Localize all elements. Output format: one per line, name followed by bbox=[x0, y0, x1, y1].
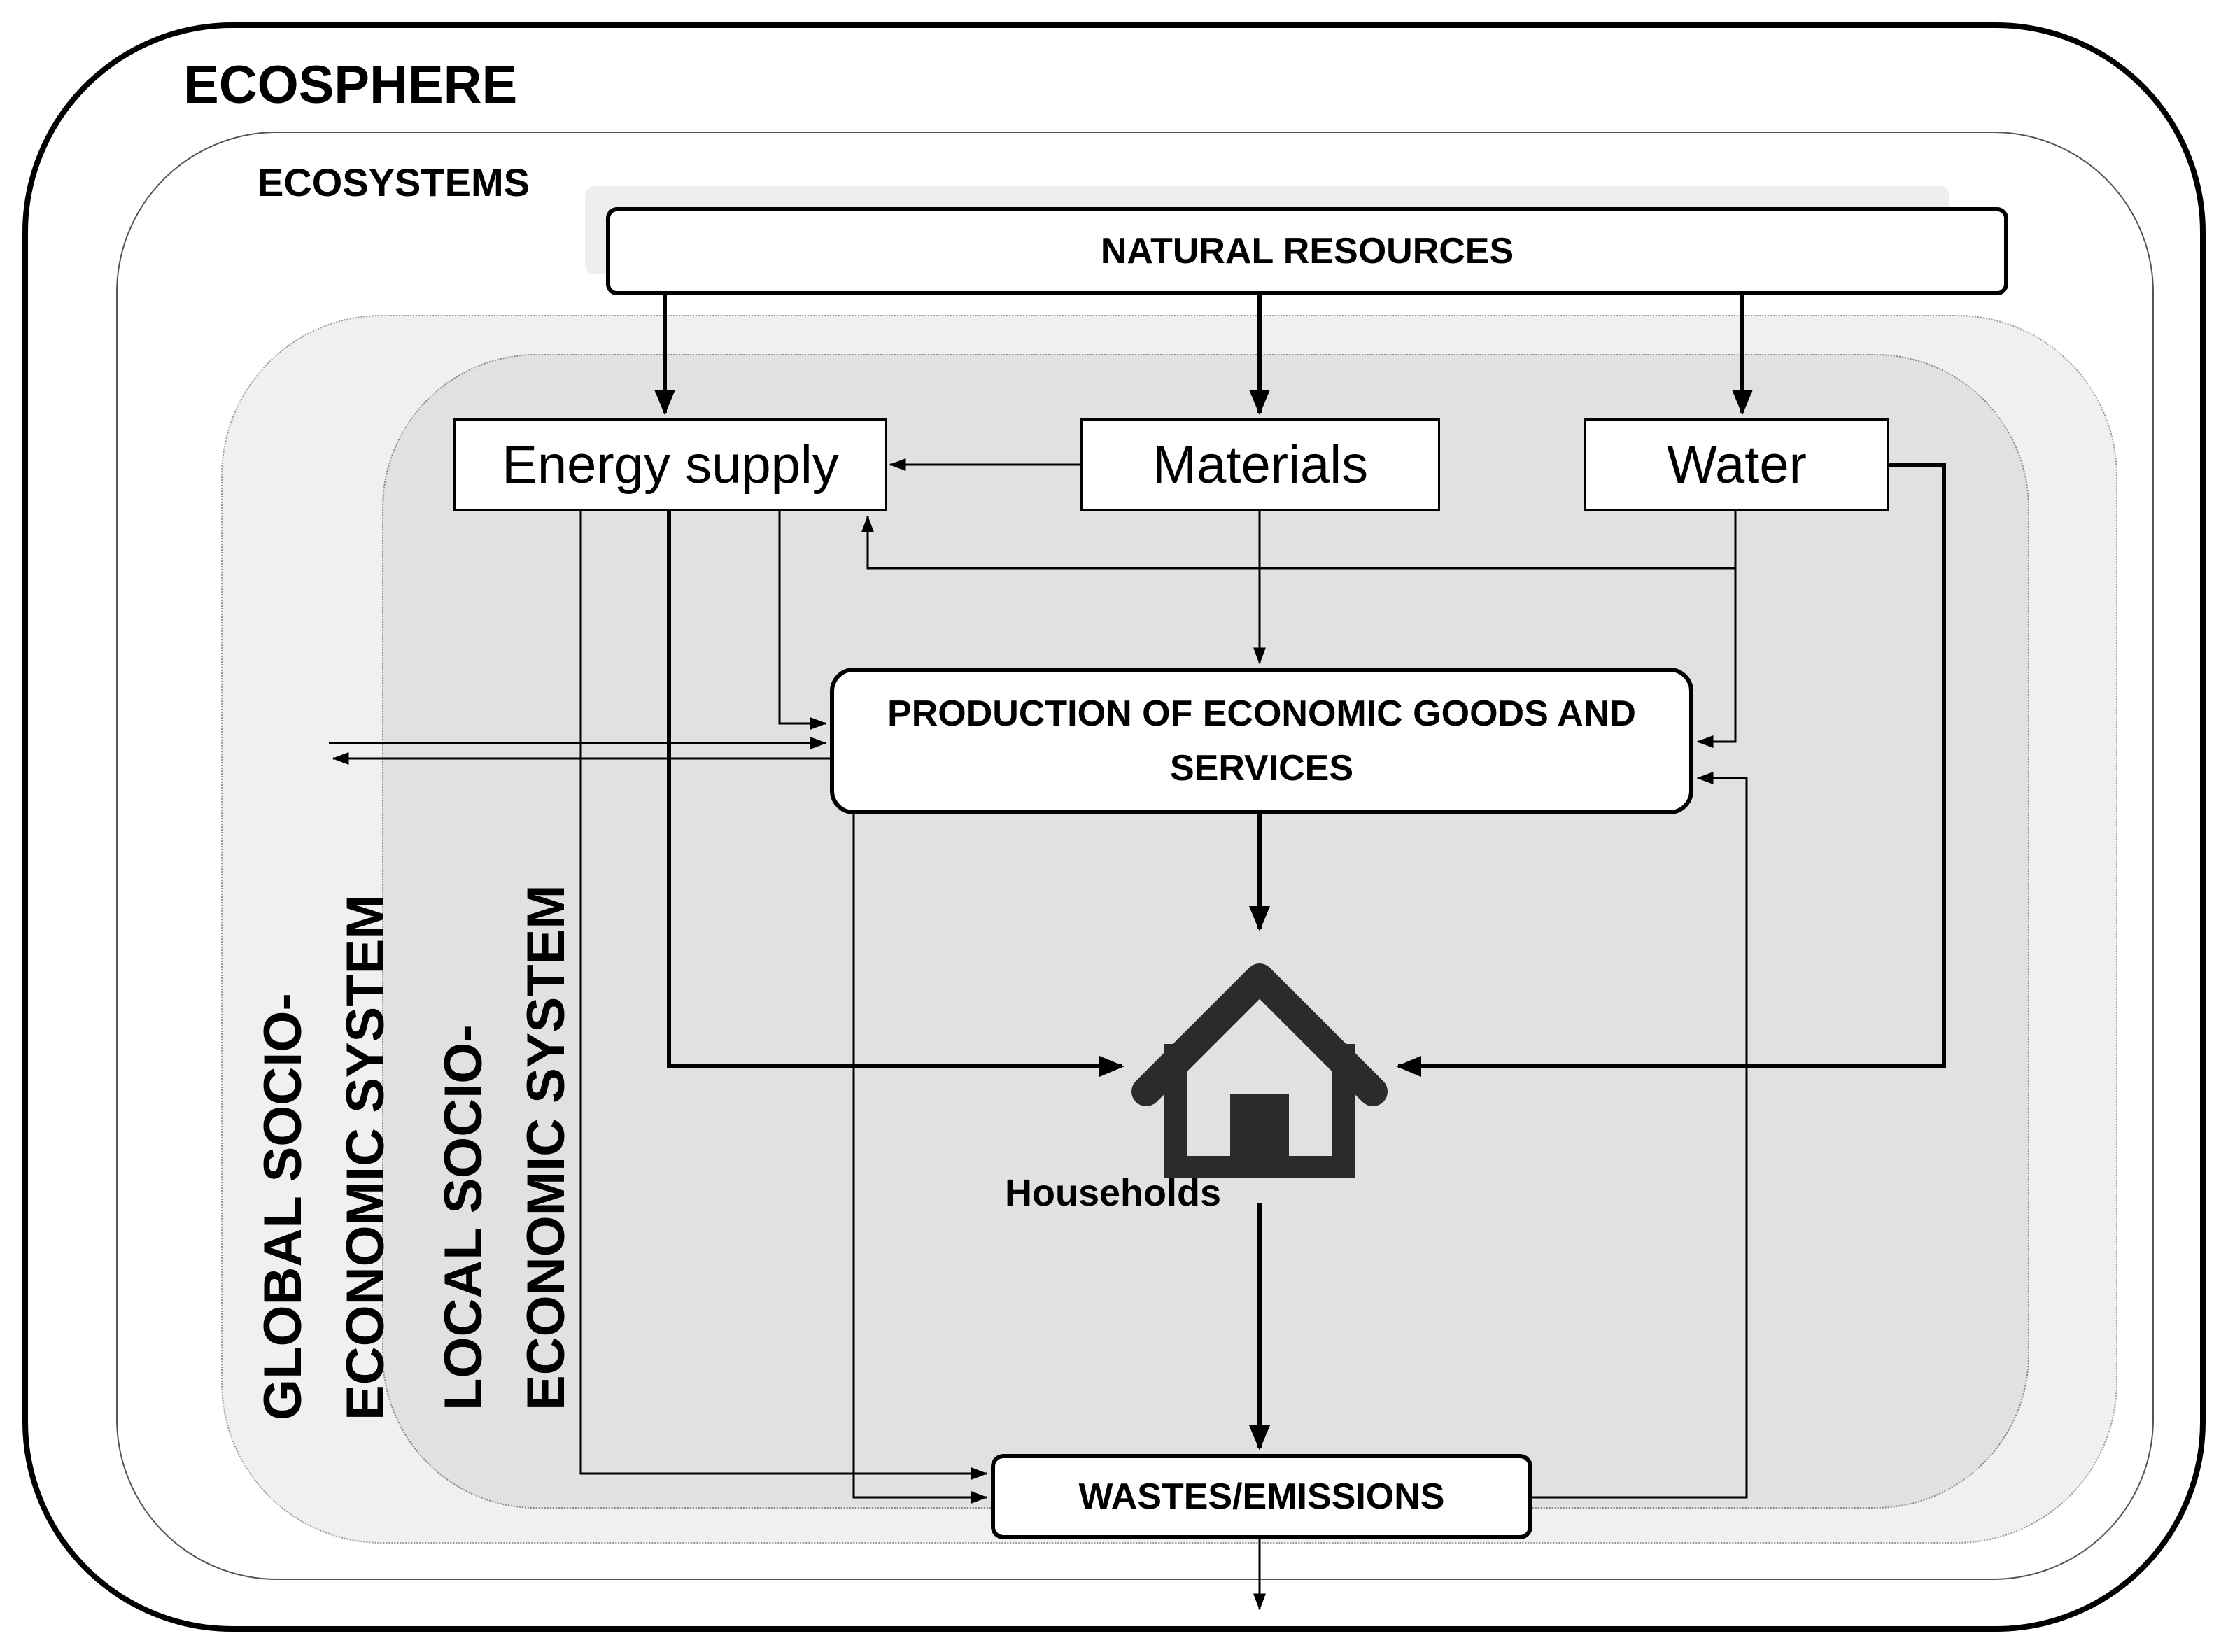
arrow-water-to-production bbox=[1696, 568, 1737, 748]
arrow-production-to-wastes bbox=[852, 814, 988, 1504]
arrow-energy-to-households bbox=[667, 511, 1124, 1077]
arrow-water-to-households bbox=[1396, 463, 1946, 1077]
energy-supply-node: Energy supply bbox=[453, 418, 887, 511]
ecosystems-label: ECOSYSTEMS bbox=[258, 160, 530, 204]
production-node: PRODUCTION OF ECONOMIC GOODS AND SERVICE… bbox=[830, 668, 1693, 814]
water-node: Water bbox=[1584, 418, 1889, 511]
arrow-energy-to-production bbox=[778, 511, 827, 730]
ecosphere-label: ECOSPHERE bbox=[183, 55, 518, 115]
natural-resources-node: NATURAL RESOURCES bbox=[606, 207, 2008, 295]
house-icon bbox=[1131, 963, 1388, 1178]
arrow-water-to-energy bbox=[861, 511, 1737, 570]
arrow-energy-to-wastes bbox=[579, 511, 988, 1480]
arrow-wastes-to-production bbox=[1532, 772, 1748, 1499]
materials-node: Materials bbox=[1080, 418, 1440, 511]
households-label: Households bbox=[1005, 1172, 1222, 1214]
wastes-emissions-node: WASTES/EMISSIONS bbox=[991, 1454, 1532, 1539]
local-socio-economic-system-area bbox=[382, 354, 2029, 1509]
